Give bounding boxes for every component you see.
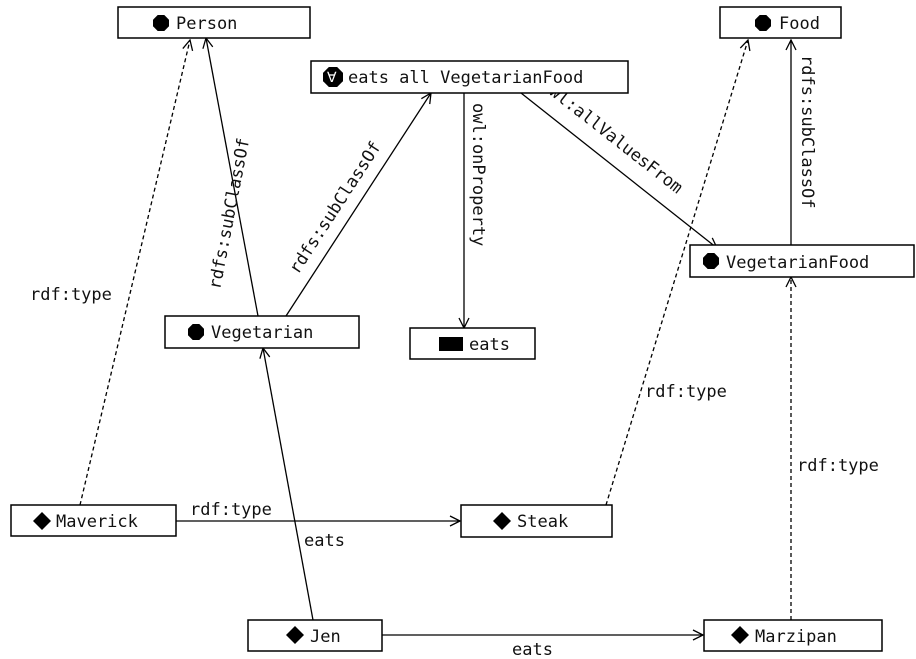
node-maverick[interactable]: Maverick [10, 504, 177, 537]
class-octagon-icon [755, 15, 771, 31]
edge-label: rdfs:subClassOf [205, 136, 254, 291]
node-label: eats all VegetarianFood [348, 68, 583, 88]
edge-label: owl:onProperty [468, 103, 488, 246]
edge-vegetarian-subclassof-person: rdfs:subClassOf [205, 38, 259, 317]
node-vegetarian[interactable]: Vegetarian [164, 315, 360, 349]
edge-label: rdfs:subClassOf [285, 138, 385, 278]
node-label: Vegetarian [211, 323, 313, 343]
node-label: Jen [310, 627, 341, 647]
node-marzipan[interactable]: Marzipan [703, 619, 883, 652]
node-jen[interactable]: Jen [247, 619, 383, 652]
edge-label: rdfs:subClassOf [797, 55, 817, 209]
edge-vegetarianfood-subclassof-food: rdfs:subClassOf [791, 40, 817, 245]
node-eats-all-vegetarianfood[interactable]: ∀ eats all VegetarianFood [310, 60, 629, 94]
class-octagon-icon [188, 324, 204, 340]
node-steak[interactable]: Steak [460, 504, 613, 538]
universal-restriction-icon: ∀ [323, 67, 343, 87]
edge-label: rdf:type [645, 382, 727, 402]
class-octagon-icon [153, 15, 169, 31]
edge-jen-eats-marzipan: eats [382, 635, 703, 659]
node-label: VegetarianFood [726, 253, 869, 273]
edge-label: eats [512, 640, 553, 659]
node-person[interactable]: Person [117, 6, 311, 39]
edge-label: eats [304, 531, 345, 551]
node-label: Food [779, 14, 820, 34]
edge-marzipan-type-vegetarianfood: rdf:type [791, 277, 879, 620]
edge-restriction-allvaluesfrom-vegetarianfood: owl:allValuesFrom [520, 75, 717, 248]
node-label: Person [176, 14, 237, 34]
edge-label: rdf:type [190, 500, 272, 520]
svg-text:∀: ∀ [327, 70, 337, 86]
property-rectangle-icon [439, 337, 463, 351]
node-label: Steak [517, 512, 568, 532]
edge-restriction-onproperty-eats: owl:onProperty [464, 93, 488, 328]
node-label: eats [469, 335, 510, 355]
edge-label: rdf:type [30, 285, 112, 305]
node-vegetarianfood[interactable]: VegetarianFood [689, 244, 915, 278]
edge-maverick-type-person: rdf:type [30, 40, 190, 506]
node-label: Marzipan [755, 627, 837, 647]
node-food[interactable]: Food [719, 6, 842, 39]
node-eats-property[interactable]: eats [409, 327, 536, 360]
edge-maverick-type-steak: rdf:type [176, 500, 460, 521]
node-label: Maverick [56, 512, 138, 532]
edge-steak-type-food: rdf:type [605, 40, 748, 506]
edge-jen-eats-vegetarian: eats [263, 348, 345, 621]
class-octagon-icon [703, 253, 719, 269]
edge-label: rdf:type [797, 456, 879, 476]
edge-vegetarian-subclassof-restriction: rdfs:subClassOf [285, 93, 431, 317]
